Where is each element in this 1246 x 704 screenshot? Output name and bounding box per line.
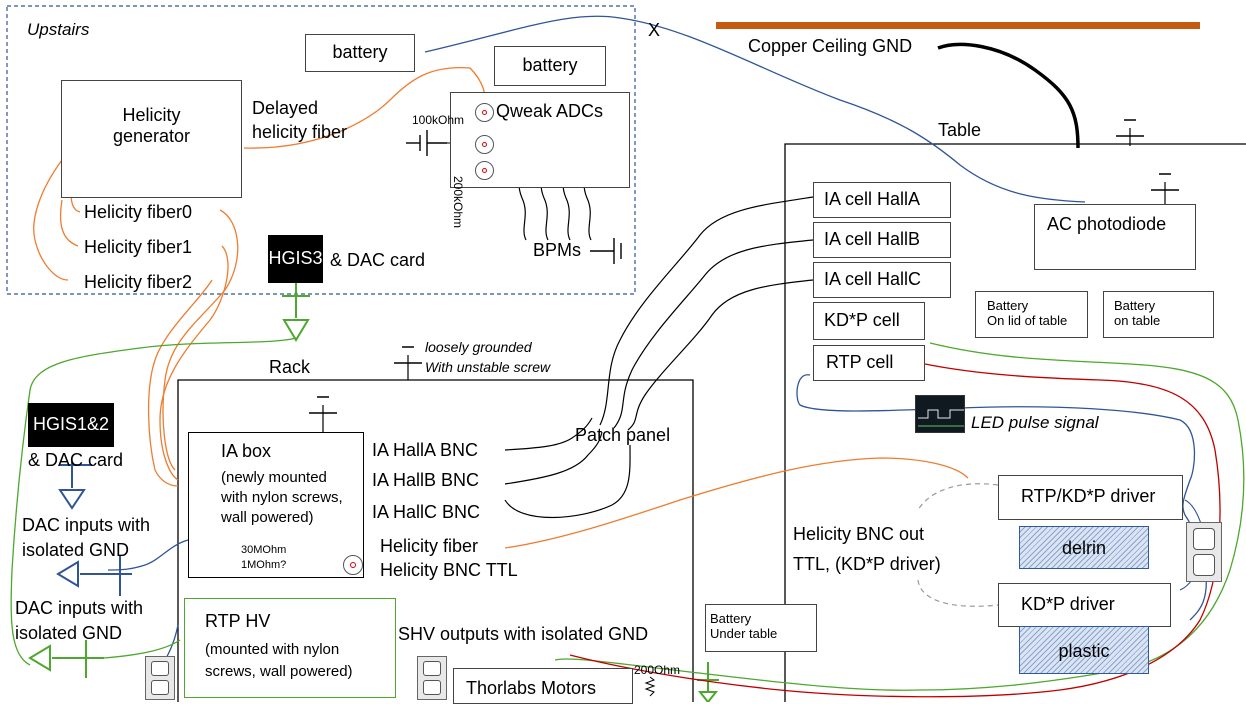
helicity-generator-box: Helicity generator [61,80,242,198]
dac-inputs-1a: DAC inputs with [22,515,151,535]
ia-cell-hallb: IA cell HallB [813,222,951,258]
led-pulse-label: LED pulse signal [971,413,1099,432]
copper-ceiling-label: Copper Ceiling GND [748,36,913,56]
hgis3-dac-label: & DAC card [330,250,426,270]
x-mark: X [648,20,661,40]
ia-box: IA box (newly mounted with nylon screws,… [188,432,364,578]
unstable-screw-label: With unstable screw [425,359,551,375]
fiber2-label: Helicity fiber2 [84,272,193,292]
orange-fibers [33,66,969,549]
battery-adc-box: battery [494,46,606,86]
thorlabs-motors-box: Thorlabs Motors [453,668,633,704]
r100k-label: 100kOhm [412,113,465,127]
shv-outputs-label: SHV outputs with isolated GND [398,624,649,644]
battery-symbol-icon [406,130,447,156]
loosely-grounded-label: loosely grounded [425,339,532,355]
helicity-dashed-lines [917,483,999,607]
bnc-connector-icon [343,555,363,575]
qweak-adc-box: Qweak ADCs [450,92,630,188]
rtp-kdp-driver-box: RTP/KD*P driver [998,475,1183,520]
delayed-fiber-label: Delayed helicity fiber [252,98,348,143]
bpms-label: BPMs [533,240,582,260]
dac-inputs-2a: DAC inputs with [15,598,144,618]
hgis12-box: HGIS1&2 [28,403,114,447]
plastic-block: plastic [1019,626,1149,674]
dac-inputs-1b: isolated GND [22,540,130,560]
helicity-generator-label: Helicity generator [112,105,191,146]
battery-table-box: Battery on table [1103,291,1214,338]
hgis3-box: HGIS3 [268,235,323,283]
bnc-connector-icon [475,103,494,122]
battery-lid-box: Battery On lid of table [975,291,1088,338]
hgis12-dac-label: & DAC card [28,450,124,470]
ac-photodiode-box: AC photodiode [1034,204,1196,270]
ia-halla-bnc: IA HallA BNC [372,440,479,460]
battery-under-box: Battery Under table [705,604,817,652]
battery-symbol-icon [590,238,622,264]
dac-inputs-2b: isolated GND [15,623,123,643]
ia-hallc-bnc: IA HallC BNC [372,502,481,522]
table-outline [784,143,1246,702]
copper-ceiling-bar [716,22,1200,29]
resistor-icon [644,676,656,697]
upstairs-region [6,5,636,295]
table-label: Table [938,120,982,140]
rtp-hv-box: RTP HV (mounted with nylon screws, wall … [184,598,396,698]
ia-cell-halla: IA cell HallA [813,182,951,218]
rack-label: Rack [269,357,311,377]
ground-symbol-icon [1150,173,1180,191]
wall-outlet-icon [145,656,175,700]
wall-outlet-icon [1186,522,1222,582]
battery-top-box: battery [305,34,415,72]
delrin-block: delrin [1019,526,1149,569]
rtp-cell: RTP cell [813,345,925,381]
kdp-cell: KD*P cell [813,302,925,340]
wall-outlet-icon [417,656,447,700]
blue-ground-icon [56,556,132,596]
ground-symbol-icon [393,346,423,364]
ground-symbol-icon [308,396,338,414]
ground-symbol-icon [1115,119,1145,137]
green-ground-icon [28,640,104,678]
bnc-connector-icon [475,161,494,180]
ia-cell-hallc: IA cell HallC [813,262,951,298]
r200k-label: 200kOhm [451,176,465,229]
ia-hallb-bnc: IA HallB BNC [372,470,480,490]
red-wires [569,363,1221,698]
kdp-driver-box: KD*P driver [998,583,1171,627]
bnc-connector-icon [475,135,494,154]
upstairs-label: Upstairs [27,20,90,39]
fiber0-label: Helicity fiber0 [84,202,193,222]
qweak-adc-label: Qweak ADCs [496,101,604,121]
fiber1-label: Helicity fiber1 [84,237,193,257]
helicity-bnc-ttl-label: Helicity BNC TTL [380,560,518,580]
green-ground-icon [282,282,310,342]
blue-ground-icon [58,462,92,510]
patch-panel-cables [504,196,814,519]
r200-label: 200Ohm [634,663,681,677]
patch-panel-label: Patch panel [575,425,671,445]
ttl-kdp-label: TTL, (KD*P driver) [793,554,941,574]
ceiling-gnd-cable [937,42,1080,149]
helicity-bnc-out-label: Helicity BNC out [793,524,925,544]
led-scope-thumbnail [915,395,965,433]
helicity-fiber-label: Helicity fiber [380,536,479,556]
rack-outline [177,379,694,702]
